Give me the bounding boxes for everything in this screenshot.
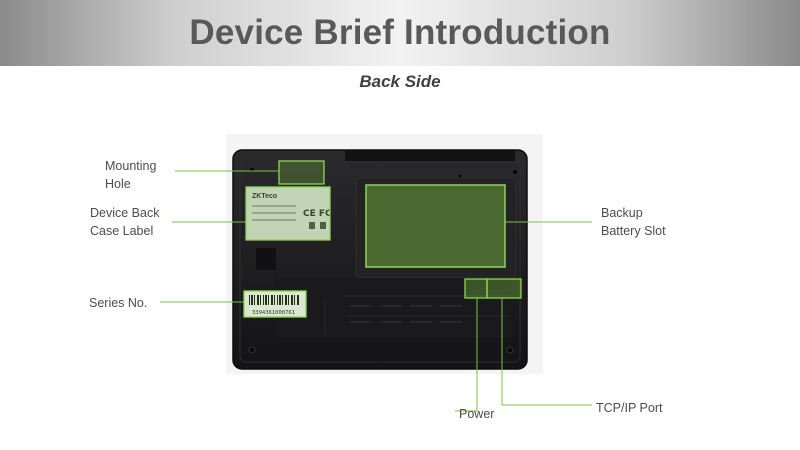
tcp-ip-port-label: TCP/IP Port	[596, 401, 663, 415]
back-case-label-sticker: ZKTeco CE FC	[245, 186, 332, 241]
power-label: Power	[459, 407, 495, 421]
ce-fc-mark-icon: CE FC	[303, 209, 332, 219]
barcode-icon	[249, 295, 299, 305]
serial-barcode-sticker: 3394361000761	[243, 290, 307, 318]
header-banner: Device Brief Introduction	[0, 0, 800, 66]
brand-text: ZKTeco	[252, 193, 277, 200]
mounting-hole-label: Mounting Hole	[105, 159, 157, 191]
section-subtitle: Back Side	[359, 72, 441, 91]
backup-battery-slot-label: Backup Battery Slot	[601, 206, 666, 238]
tcp-ip-port-highlight	[486, 278, 522, 299]
series-no-label: Series No.	[89, 296, 148, 310]
series-no-highlight	[243, 290, 307, 318]
battery-slot-highlight	[365, 184, 506, 268]
leader-lines	[160, 170, 592, 412]
page-title: Device Brief Introduction	[189, 13, 611, 52]
highlight-boxes	[243, 160, 522, 318]
serial-number-text: 3394361000761	[252, 310, 295, 316]
device-back-case-label-label: Device Back Case Label	[90, 206, 160, 238]
tcp-ip-port-leader	[501, 298, 592, 406]
power-leader	[455, 298, 478, 412]
power-port-highlight	[464, 278, 488, 299]
mounting-hole-highlight	[278, 160, 325, 185]
case-label-highlight	[245, 186, 331, 241]
